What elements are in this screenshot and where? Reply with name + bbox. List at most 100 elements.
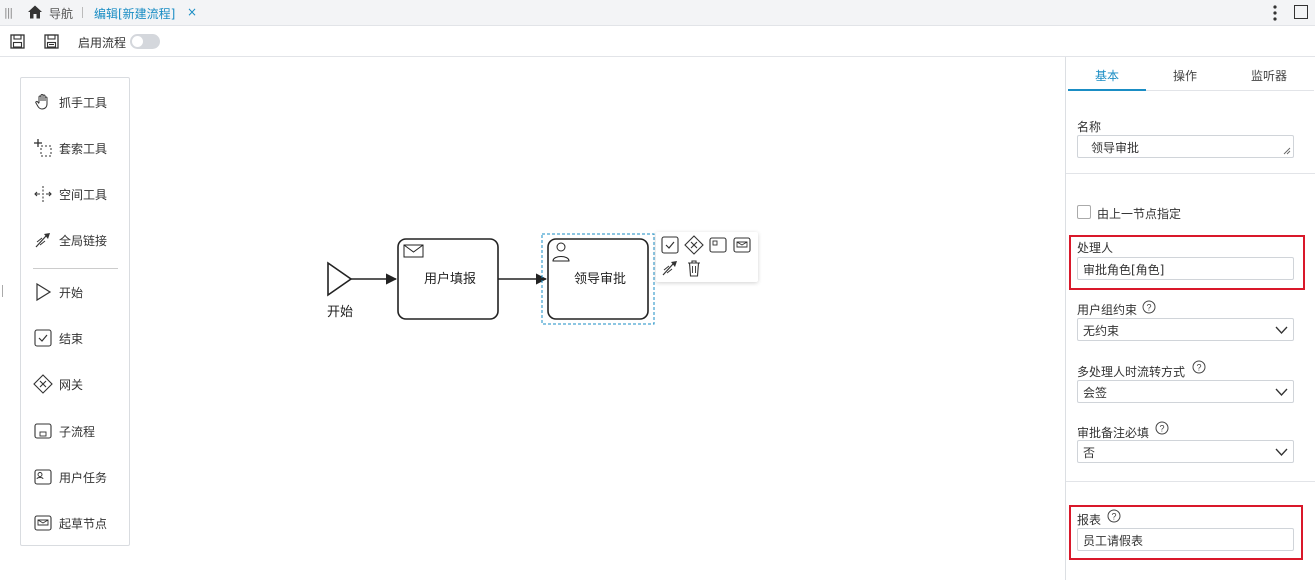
group-constraint-select[interactable]: 无约束: [1077, 318, 1294, 341]
tab-basic[interactable]: 基本: [1095, 69, 1120, 83]
palette-label: 套索工具: [59, 142, 108, 156]
enable-process-toggle[interactable]: [130, 34, 160, 49]
palette-label: 抓手工具: [59, 96, 108, 110]
name-label: 名称: [1077, 120, 1102, 134]
palette-end-event[interactable]: 结束: [31, 326, 126, 350]
tool-palette: 抓手工具 套索工具 空间工具 全局链接 开始 结束 网关 子流程: [20, 77, 130, 546]
save-icon[interactable]: [10, 34, 25, 49]
group-constraint-value: 无约束: [1083, 324, 1120, 338]
tab-listeners[interactable]: 监听器: [1251, 69, 1288, 83]
active-tab-indicator: [1068, 89, 1146, 91]
save-as-icon[interactable]: [44, 34, 59, 49]
more-vertical-icon[interactable]: [1268, 3, 1282, 23]
palette-space-tool[interactable]: 空间工具: [31, 182, 126, 206]
remark-required-select[interactable]: 否: [1077, 440, 1294, 463]
lasso-tool-icon: [34, 139, 52, 157]
delete-icon[interactable]: [684, 258, 704, 278]
start-event-icon: [36, 282, 52, 302]
palette-lasso-tool[interactable]: 套索工具: [31, 136, 126, 160]
remark-required-value: 否: [1083, 446, 1096, 460]
palette-subprocess[interactable]: 子流程: [31, 419, 126, 443]
connect-icon[interactable]: [660, 258, 680, 278]
nav-tab[interactable]: 导航: [49, 7, 74, 21]
palette-label: 起草节点: [59, 517, 108, 531]
tabs-divider: [1068, 90, 1314, 91]
palette-hand-tool[interactable]: 抓手工具: [31, 90, 126, 114]
selection-outline: [541, 233, 655, 325]
help-icon[interactable]: ?: [1192, 360, 1206, 374]
tab-separator: [82, 7, 83, 18]
multi-handler-label: 多处理人时流转方式: [1077, 365, 1186, 379]
svg-text:?: ?: [1111, 512, 1116, 522]
user-icon: [552, 242, 570, 262]
start-event-label: 开始: [327, 304, 353, 319]
context-pad: [656, 232, 758, 282]
multi-handler-select[interactable]: 会签: [1077, 380, 1294, 403]
palette-label: 开始: [59, 286, 84, 300]
handler-field[interactable]: 审批角色[角色]: [1077, 257, 1294, 280]
message-icon: [403, 244, 424, 258]
edit-process-tab[interactable]: 编辑[新建流程]: [94, 7, 176, 21]
append-gateway-icon[interactable]: [684, 235, 704, 255]
palette-user-task[interactable]: 用户任务: [31, 465, 126, 489]
report-field[interactable]: 员工请假表: [1077, 528, 1294, 551]
palette-label: 全局链接: [59, 234, 108, 248]
user-task-icon: [34, 469, 52, 485]
hand-tool-icon: [35, 94, 48, 110]
help-icon[interactable]: ?: [1107, 509, 1121, 523]
end-event-icon: [34, 329, 52, 347]
resize-grip-icon[interactable]: [1283, 147, 1291, 155]
highlight-box: [1069, 235, 1305, 290]
svg-text:?: ?: [1196, 363, 1201, 373]
home-icon[interactable]: [27, 4, 43, 20]
palette-gateway[interactable]: 网关: [31, 372, 126, 396]
remark-required-label: 审批备注必填: [1077, 426, 1150, 440]
help-icon[interactable]: ?: [1142, 300, 1156, 314]
handler-label: 处理人: [1077, 241, 1114, 255]
tab-operations[interactable]: 操作: [1173, 69, 1198, 83]
palette-label: 子流程: [59, 425, 96, 439]
toggle-knob: [132, 36, 143, 47]
space-tool-icon: [34, 186, 52, 202]
palette-label: 用户任务: [59, 471, 108, 485]
palette-label: 网关: [59, 378, 84, 392]
report-label: 报表: [1077, 513, 1102, 527]
close-tab-icon[interactable]: ×: [187, 5, 198, 19]
diagram-canvas[interactable]: 抓手工具 套索工具 空间工具 全局链接 开始 结束 网关 子流程: [0, 57, 1065, 580]
chevron-down-icon: [1275, 448, 1288, 456]
maximize-icon[interactable]: [1294, 5, 1308, 19]
gateway-icon: [33, 374, 53, 394]
chevron-down-icon: [1275, 388, 1288, 396]
help-icon[interactable]: ?: [1155, 421, 1169, 435]
palette-divider: [33, 268, 118, 269]
group-constraint-label: 用户组约束: [1077, 303, 1138, 317]
enable-process-label: 启用流程: [78, 36, 127, 50]
start-event[interactable]: [327, 261, 353, 297]
palette-draft-node[interactable]: 起草节点: [31, 511, 126, 535]
chevron-down-icon: [1275, 326, 1288, 334]
append-task-icon[interactable]: [708, 235, 728, 255]
prev-node-label: 由上一节点指定: [1097, 207, 1182, 221]
palette-global-connect[interactable]: 全局链接: [31, 228, 126, 252]
task-user-fill[interactable]: 用户填报: [397, 238, 499, 320]
handler-value: 审批角色[角色]: [1083, 263, 1165, 277]
palette-start-event[interactable]: 开始: [31, 280, 126, 304]
toolbar: 启用流程: [0, 26, 1315, 57]
multi-handler-value: 会签: [1083, 386, 1108, 400]
panel-resize-handle[interactable]: [2, 285, 3, 297]
drag-handle-icon[interactable]: |||: [4, 6, 13, 19]
section-divider: [1066, 173, 1315, 174]
highlight-box: [1069, 505, 1303, 560]
append-draft-icon[interactable]: [732, 235, 752, 255]
task-leader-approval[interactable]: 领导审批: [547, 238, 649, 320]
svg-text:?: ?: [1146, 303, 1151, 313]
prev-node-checkbox[interactable]: [1077, 205, 1091, 219]
palette-label: 空间工具: [59, 188, 108, 202]
append-end-icon[interactable]: [660, 235, 680, 255]
name-field[interactable]: 领导审批: [1077, 135, 1294, 158]
task-label: 领导审批: [574, 271, 626, 286]
report-value: 员工请假表: [1083, 534, 1144, 548]
global-connect-icon: [35, 233, 50, 248]
draft-node-icon: [34, 515, 52, 531]
task-label: 用户填报: [424, 271, 476, 286]
